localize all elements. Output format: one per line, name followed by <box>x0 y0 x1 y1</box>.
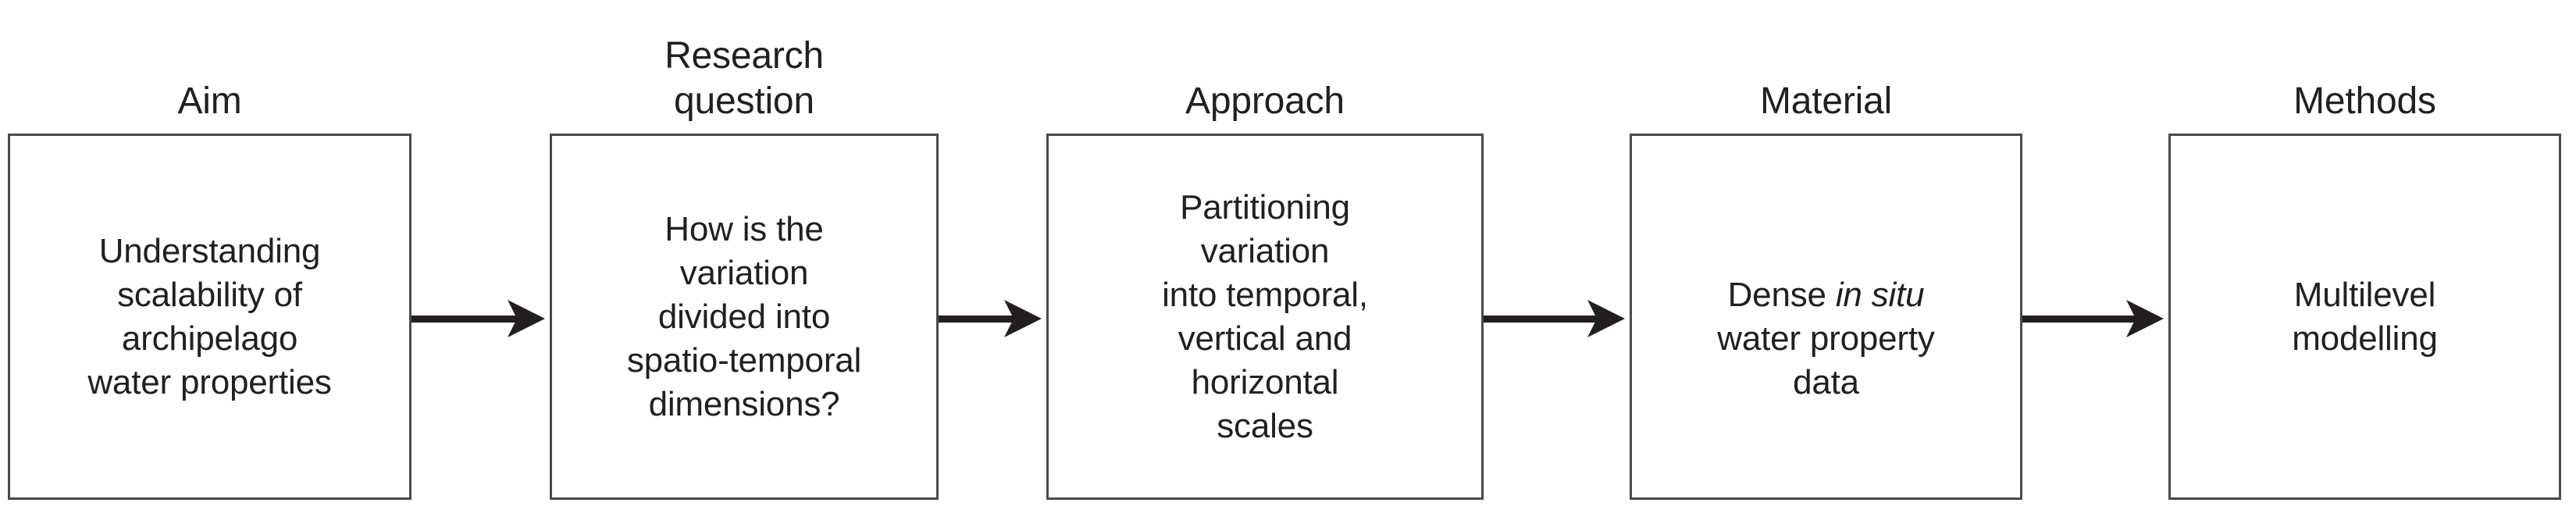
stage-box-research-question[interactable]: How is the variation divided into spatio… <box>550 134 939 500</box>
stage-text-material-italic: in situ <box>1835 275 1925 314</box>
stage-box-approach[interactable]: Partitioning variation into temporal, ve… <box>1046 134 1484 500</box>
stage-text-research-question: How is the variation divided into spatio… <box>626 209 862 423</box>
arrow-shaft <box>2022 316 2145 323</box>
stage-text-methods: Multilevel modelling <box>2292 275 2438 358</box>
arrow-head <box>999 295 1046 342</box>
column-header-approach: Approach <box>1185 80 1345 122</box>
stage-box-aim[interactable]: Understanding scalability of archipelago… <box>8 134 412 500</box>
stage-box-methods[interactable]: Multilevel modelling <box>2168 134 2561 500</box>
stage-box-material[interactable]: Dense in situ water property data <box>1630 134 2022 500</box>
arrow-right-icon-material-to-methods <box>2022 300 2168 337</box>
column-header-material: Material <box>1759 80 1893 122</box>
arrow-head <box>1583 295 1630 342</box>
arrow-head <box>2122 295 2168 342</box>
arrow-shaft <box>412 316 526 323</box>
stage-text-approach: Partitioning variation into temporal, ve… <box>1162 187 1368 445</box>
column-header-research-question: Research question <box>664 35 824 122</box>
arrow-shaft <box>939 316 1023 323</box>
column-header-methods: Methods <box>2293 80 2436 122</box>
arrow-head <box>503 295 550 342</box>
arrow-right-icon-approach-to-material <box>1484 300 1630 337</box>
stage-text-material-prefix: Dense <box>1727 275 1836 314</box>
stage-text-material: Dense in situ water property data <box>1709 230 1942 405</box>
stage-text-aim: Understanding scalability of archipelago… <box>87 231 332 401</box>
arrow-right-icon-research-question-to-approach <box>939 300 1046 337</box>
stage-text-material-suffix: water property data <box>1717 319 1935 401</box>
column-header-aim: Aim <box>177 80 242 122</box>
arrow-right-icon-aim-to-research-question <box>412 300 550 337</box>
arrow-shaft <box>1484 316 1606 323</box>
